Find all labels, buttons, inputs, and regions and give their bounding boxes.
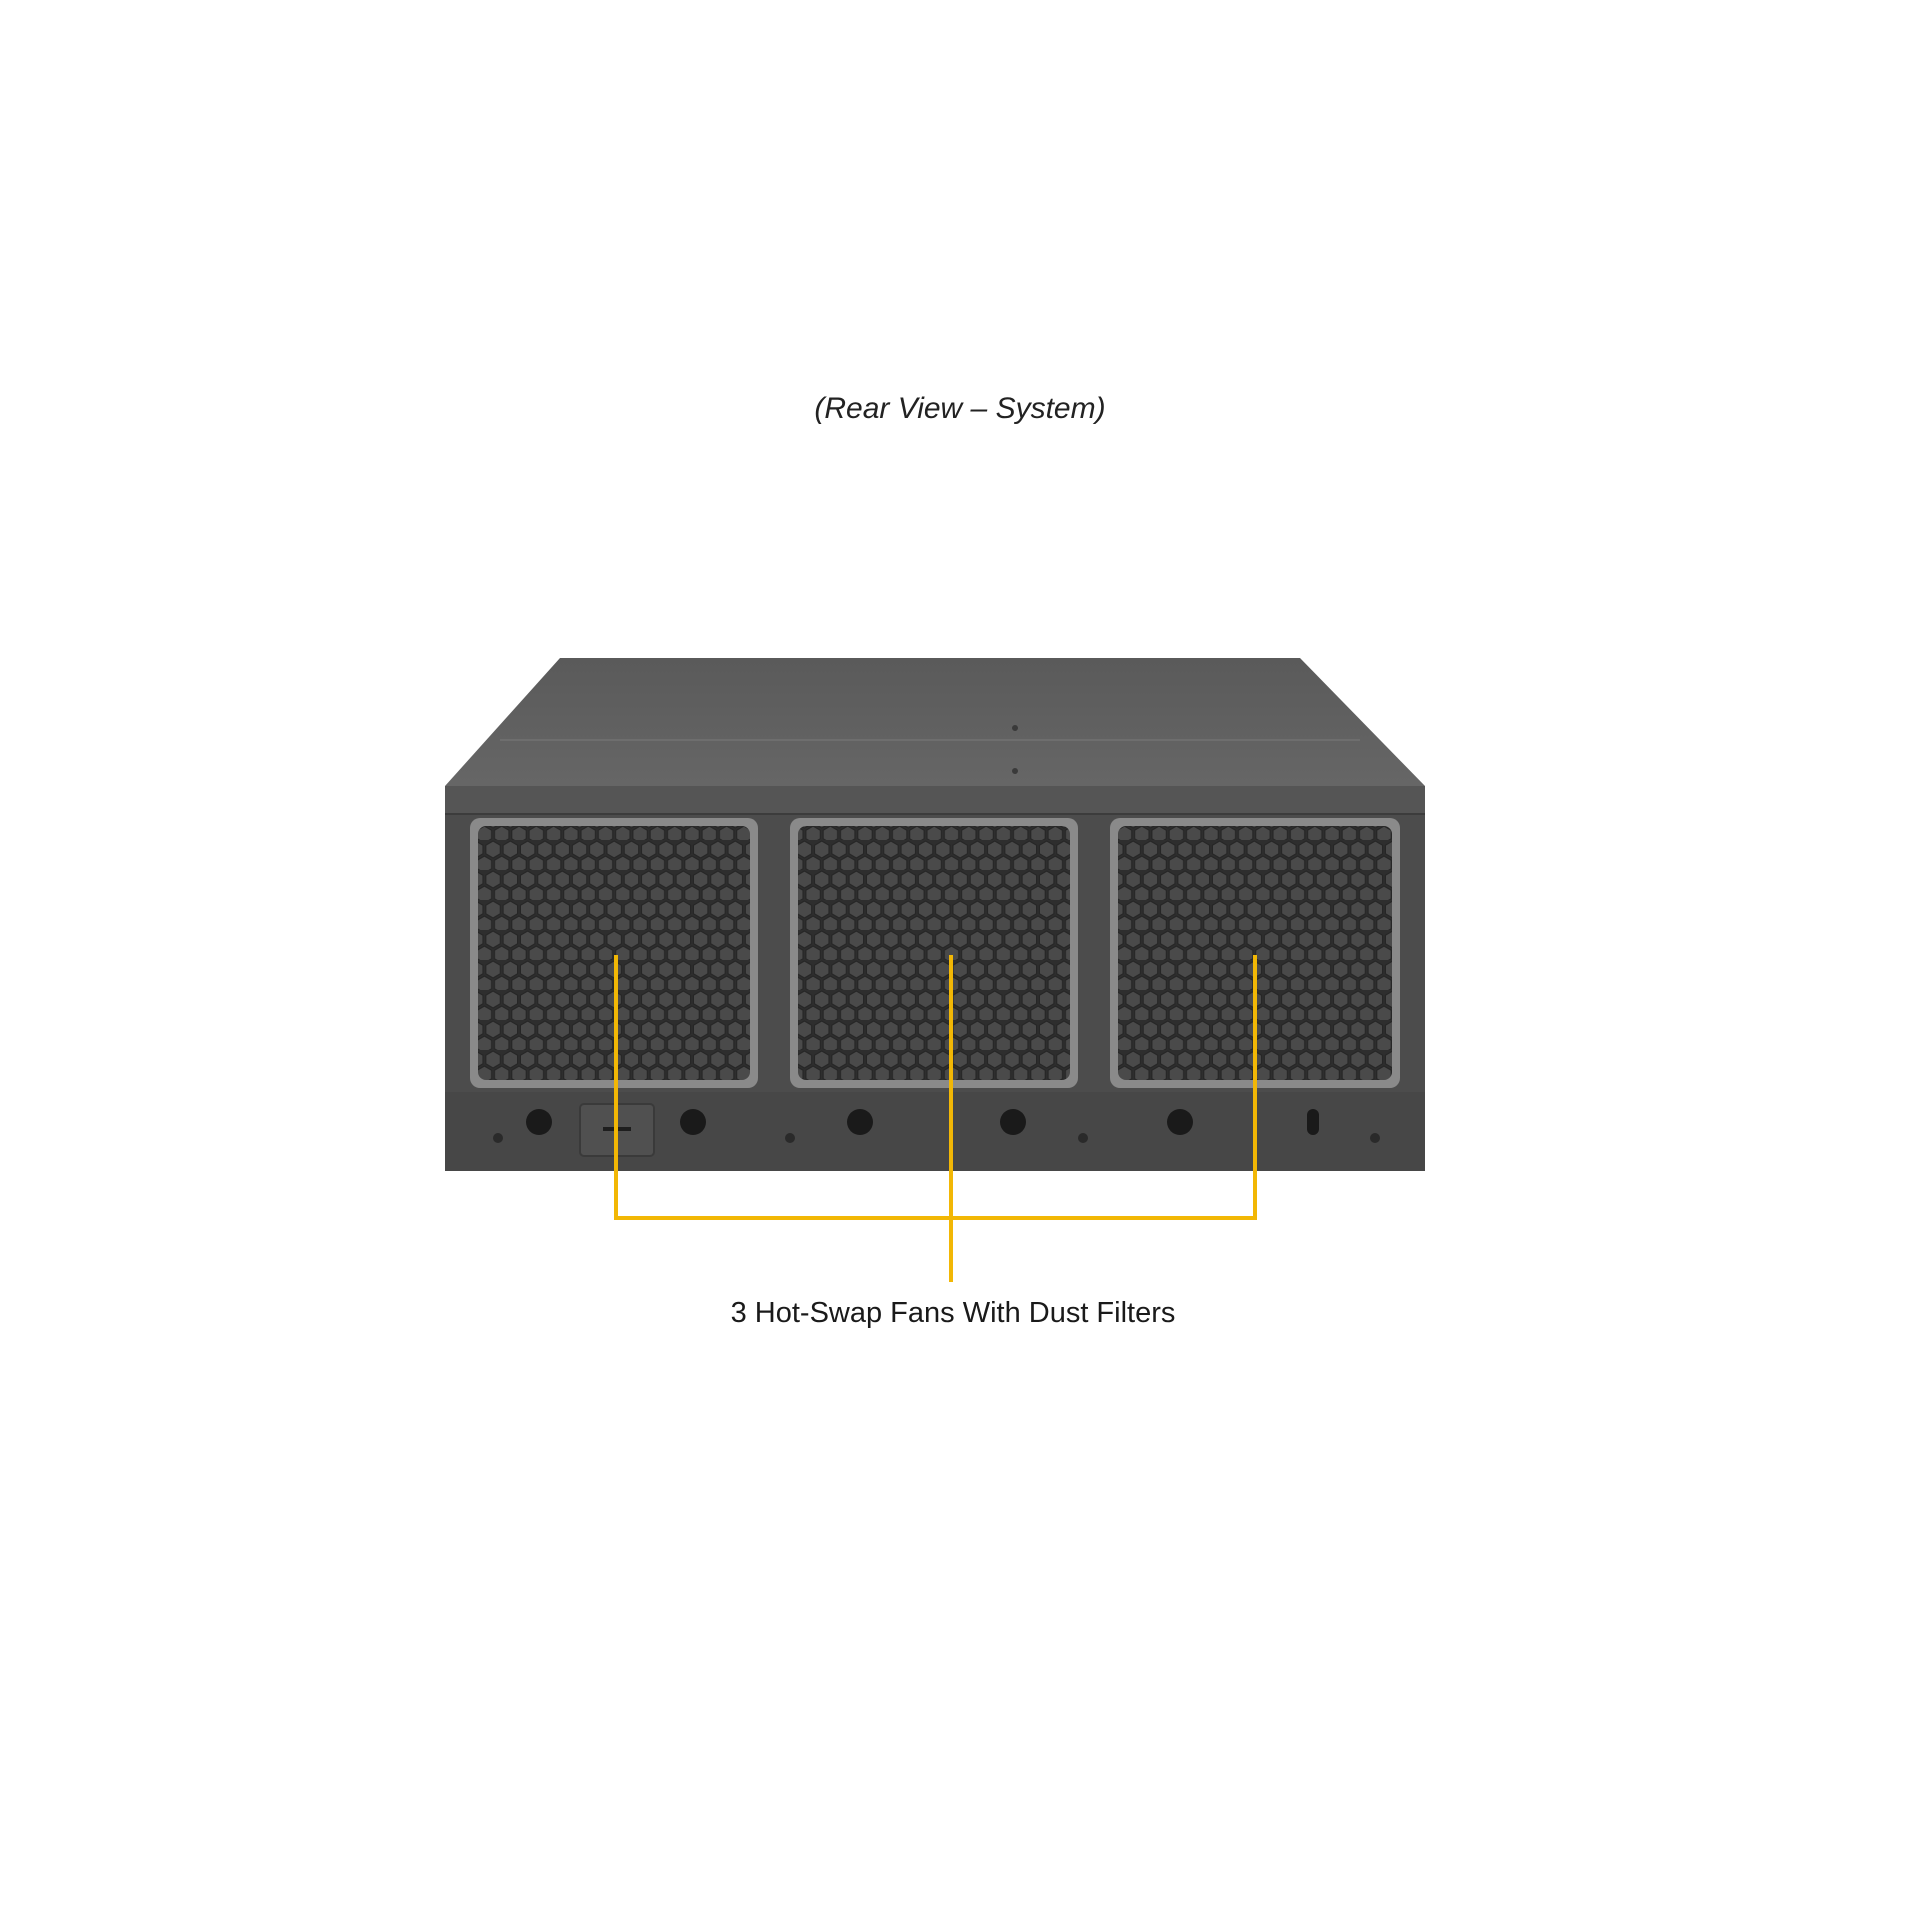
chassis-top — [445, 658, 1425, 786]
callout-label: 3 Hot-Swap Fans With Dust Filters — [730, 1297, 1176, 1329]
screw — [1078, 1133, 1088, 1143]
dust-filter-mesh — [1118, 826, 1392, 1080]
top-screw — [1012, 768, 1018, 774]
fan-bay-1 — [470, 818, 758, 1088]
top-screw — [1012, 725, 1018, 731]
dust-filter-mesh — [798, 826, 1070, 1080]
screw — [1370, 1133, 1380, 1143]
rail-hole — [1167, 1109, 1193, 1135]
view-caption: (Rear View – System) — [814, 392, 1106, 425]
callout-lines — [614, 955, 1257, 1282]
rail-hole — [847, 1109, 873, 1135]
rail-hole — [680, 1109, 706, 1135]
fan-bay-2 — [790, 818, 1078, 1088]
rail-hole — [526, 1109, 552, 1135]
chassis-front-lip — [445, 786, 1425, 814]
fan-bay-3 — [1110, 818, 1400, 1088]
screw — [493, 1133, 503, 1143]
rail-hole — [1000, 1109, 1026, 1135]
rail-slot — [1307, 1109, 1319, 1135]
screw — [785, 1133, 795, 1143]
dust-filter-mesh — [478, 826, 750, 1080]
